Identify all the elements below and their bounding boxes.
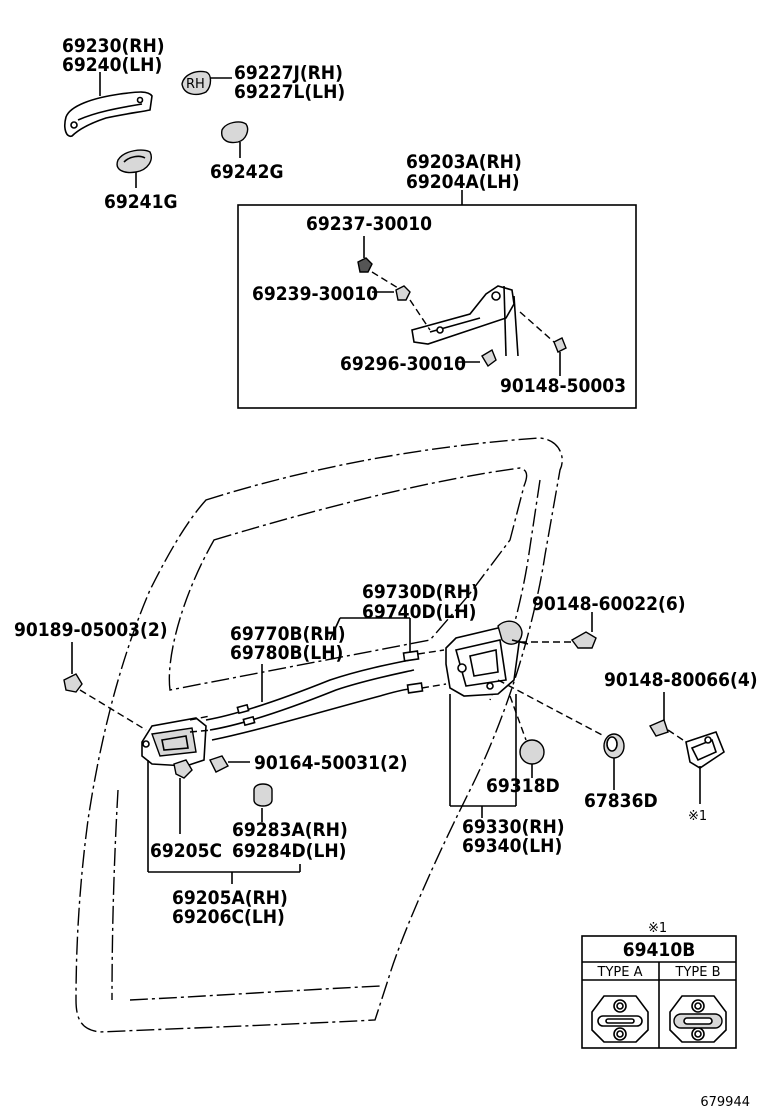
bolt-69296-part[interactable] xyxy=(481,348,497,368)
label-69284d[interactable]: 69284D(LH) xyxy=(232,840,346,862)
label-69318d[interactable]: 69318D xyxy=(486,775,560,797)
label-69340[interactable]: 69340(LH) xyxy=(462,835,562,857)
label-69241g[interactable]: 69241G xyxy=(104,191,178,213)
label-69205a[interactable]: 69205A(RH) xyxy=(172,887,288,909)
inset-type-b: TYPE B xyxy=(675,965,721,980)
label-69237[interactable]: 69237-30010 xyxy=(306,213,432,235)
label-90148-60022[interactable]: 90148-60022(6) xyxy=(532,593,686,615)
frame-assembly-part[interactable] xyxy=(411,285,519,357)
label-69283a[interactable]: 69283A(RH) xyxy=(232,819,348,841)
label-69227j[interactable]: 69227J(RH) xyxy=(234,62,343,84)
inside-handle-part[interactable] xyxy=(141,717,207,767)
label-90148-50003[interactable]: 90148-50003 xyxy=(500,375,626,397)
striker-type-inset: ※1 69410B TYPE A TYPE B xyxy=(581,921,737,1049)
label-90148-80066[interactable]: 90148-80066(4) xyxy=(604,669,758,691)
nut-69239-part[interactable] xyxy=(395,285,411,301)
door-lock-assembly-part[interactable] xyxy=(445,620,529,697)
label-69240[interactable]: 69240(LH) xyxy=(62,54,162,76)
inset-title: 69410B xyxy=(623,939,696,961)
label-69242g[interactable]: 69242G xyxy=(210,161,284,183)
label-69203a[interactable]: 69203A(RH) xyxy=(406,151,522,173)
label-69230[interactable]: 69230(RH) xyxy=(62,35,165,57)
inset-type-a: TYPE A xyxy=(597,965,643,980)
clip-69205c-part[interactable] xyxy=(173,759,193,779)
label-67836d[interactable]: 67836D xyxy=(584,790,658,812)
handle-pad-front-part[interactable] xyxy=(116,149,152,174)
cable-69770b-part[interactable] xyxy=(205,659,415,731)
label-69730d[interactable]: 69730D(RH) xyxy=(362,581,479,603)
label-69296[interactable]: 69296-30010 xyxy=(340,353,466,375)
nut-69237-part[interactable] xyxy=(357,257,373,273)
cap-69318d-part[interactable] xyxy=(519,739,545,765)
handle-cap-part[interactable]: RH xyxy=(181,70,212,96)
screw-90189-part[interactable] xyxy=(63,673,83,693)
label-69770b[interactable]: 69770B(RH) xyxy=(230,623,346,645)
inset-mark: ※1 xyxy=(648,921,667,936)
label-69780b[interactable]: 69780B(LH) xyxy=(230,642,343,664)
label-69239[interactable]: 69239-30010 xyxy=(252,283,378,305)
svg-text:RH: RH xyxy=(186,77,205,92)
outside-handle-part[interactable] xyxy=(64,91,153,138)
screw-90164-part[interactable] xyxy=(209,755,229,773)
label-69740d[interactable]: 69740D(LH) xyxy=(362,601,476,623)
cable-69730d-part[interactable] xyxy=(211,650,424,741)
label-90164[interactable]: 90164-50031(2) xyxy=(254,752,408,774)
frame-assembly-box xyxy=(237,204,637,409)
diagram-id: 679944 xyxy=(700,1095,750,1110)
cap-69283a-part[interactable] xyxy=(253,783,273,807)
screw-90148-80066-part[interactable] xyxy=(648,719,669,737)
bolt-90148-50003-part[interactable] xyxy=(553,337,567,353)
handle-pad-rear-part[interactable] xyxy=(221,121,249,144)
label-69206c[interactable]: 69206C(LH) xyxy=(172,906,285,928)
label-mark-1: ※1 xyxy=(688,809,707,824)
label-69227l[interactable]: 69227L(LH) xyxy=(234,81,345,103)
label-90189[interactable]: 90189-05003(2) xyxy=(14,619,168,641)
grommet-67836d-part[interactable] xyxy=(603,733,625,759)
striker-part[interactable] xyxy=(685,731,725,769)
striker-type-b-drawing xyxy=(669,995,727,1043)
label-69204a[interactable]: 69204A(LH) xyxy=(406,171,520,193)
screw-90148-60022-part[interactable] xyxy=(570,631,597,649)
striker-type-a-drawing xyxy=(591,995,649,1043)
label-69330[interactable]: 69330(RH) xyxy=(462,816,565,838)
label-69205c[interactable]: 69205C xyxy=(150,840,222,862)
part-labels: 69230(RH) 69240(LH) 69227J(RH) 69227L(LH… xyxy=(14,35,758,928)
